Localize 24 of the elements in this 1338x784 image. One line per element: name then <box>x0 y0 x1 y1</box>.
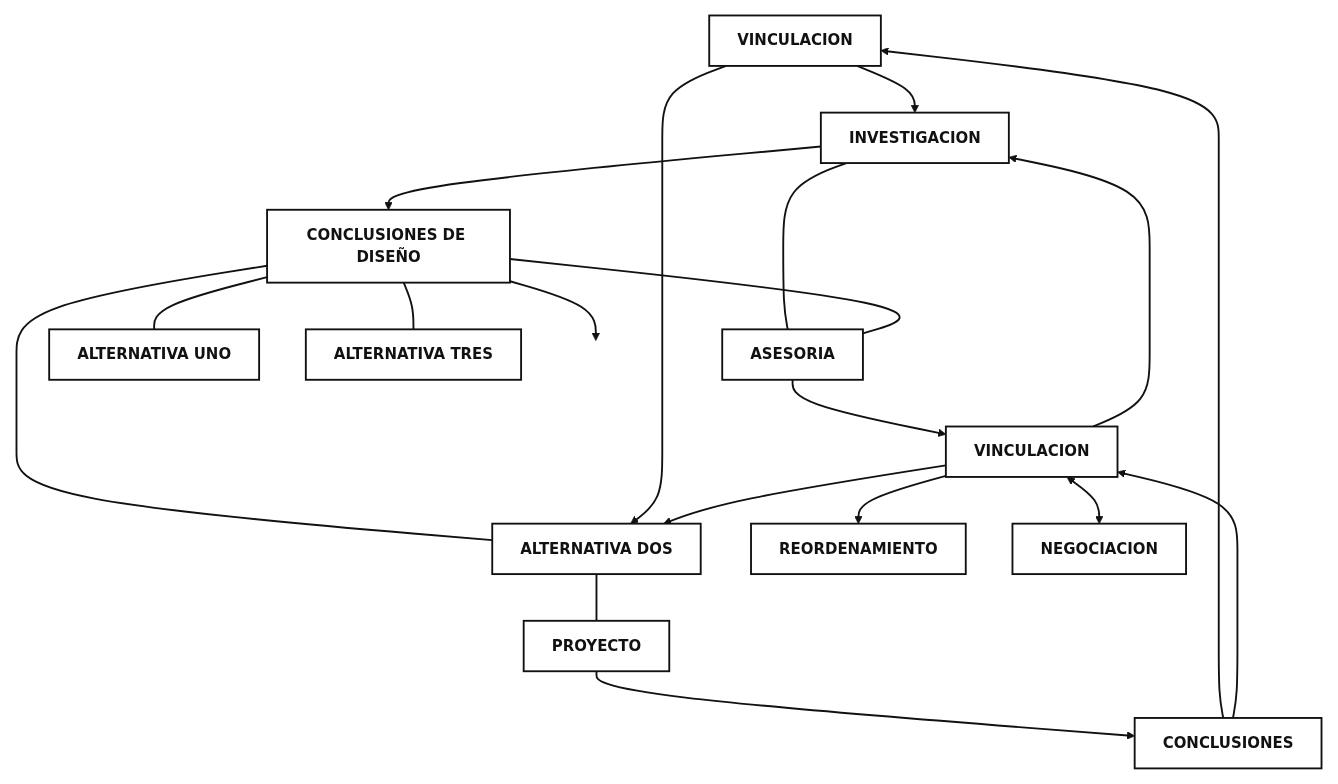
connector <box>402 281 415 331</box>
arrow <box>854 474 947 525</box>
node-box: PROYECTO <box>522 619 671 673</box>
connector <box>595 573 598 622</box>
arrow <box>509 280 600 341</box>
node-box: NEGOCIACION <box>1011 522 1187 576</box>
node-box: VINCULACION <box>944 425 1119 478</box>
node-box: ASESORIA <box>721 328 864 381</box>
node-box: ALTERNATIVA DOS <box>491 522 702 576</box>
node-box: CONCLUSIONES <box>1133 717 1323 770</box>
node-box: REORDENAMIENTO <box>750 522 967 576</box>
node-box: ALTERNATIVA TRES <box>304 328 523 381</box>
node-box: VINCULACION <box>708 14 882 67</box>
node-box: CONCLUSIONES DE DISEÑO <box>266 208 511 284</box>
arrow <box>880 47 1225 719</box>
connector <box>153 276 268 331</box>
arrow <box>856 65 919 114</box>
connector <box>509 258 901 335</box>
arrow <box>1066 476 1104 525</box>
arrow <box>1008 154 1151 428</box>
node-box: INVESTIGACION <box>819 111 1010 165</box>
arrow <box>1117 469 1239 719</box>
node-box: ALTERNATIVA UNO <box>48 328 261 381</box>
arrow <box>663 464 947 525</box>
